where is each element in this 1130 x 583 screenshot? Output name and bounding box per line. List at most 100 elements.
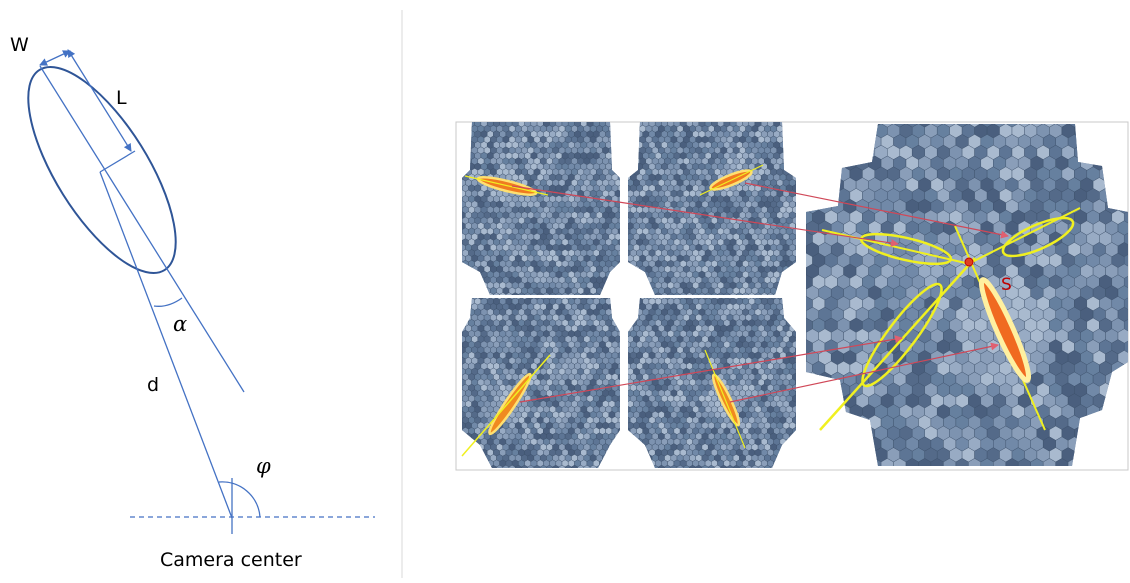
camera-pixel (727, 114, 733, 121)
camera-pixel (795, 378, 796, 387)
camera-pixel (509, 114, 515, 121)
shower-image-ellipse (27, 66, 177, 274)
shower-images-small (461, 164, 764, 457)
pixel-grid-bottom-right (628, 298, 796, 468)
camera-pixel (617, 340, 620, 349)
shower-axis-tl (464, 175, 549, 196)
camera-pixel (795, 189, 796, 198)
arrow-tl (511, 185, 899, 247)
camera-pixel (617, 184, 620, 193)
camera-pixel (617, 227, 620, 236)
camera-pixel (617, 351, 620, 360)
camera-pixel (795, 222, 796, 230)
camera-pixel (465, 114, 471, 121)
alpha-label: α (173, 312, 187, 336)
camera-pixel (617, 216, 620, 225)
length-label: L (116, 87, 127, 109)
camera-pixel (617, 416, 620, 425)
camera-pixel (795, 243, 796, 252)
projection-arrows (511, 182, 1009, 403)
camera-pixel (503, 114, 509, 121)
camera-pixel (546, 114, 552, 121)
camera-pixel (621, 114, 627, 121)
source-label: S (1001, 275, 1012, 295)
camera-pixel (665, 114, 671, 121)
camera-pixel (714, 114, 720, 121)
camera-pixel (777, 114, 783, 121)
camera-pixel (472, 114, 478, 121)
camera-pixel (696, 114, 702, 121)
camera-pixel (565, 114, 571, 121)
camera-pixel (627, 114, 633, 121)
camera-pixel (640, 114, 646, 121)
camera-pixel (553, 114, 559, 121)
camera-pixel (795, 211, 796, 220)
shower-axis-tr (699, 164, 764, 196)
shower-axis-bl (461, 354, 551, 457)
pixel-grid-top-right (621, 114, 796, 295)
camera-pixel (617, 373, 620, 381)
distance-line (99, 171, 233, 519)
camera-pixel (571, 114, 577, 121)
camera-pixel (795, 367, 796, 376)
phi-arc (218, 481, 261, 518)
camera-pixel (459, 114, 465, 121)
camera-pixel (540, 114, 546, 121)
camera-pixel (795, 200, 796, 209)
axis-3 (819, 257, 976, 431)
camera-pixel (617, 238, 620, 247)
camera-pixel (617, 205, 620, 214)
camera-pixel (596, 114, 602, 121)
camera-pixel (746, 114, 752, 121)
camera-pixel (671, 114, 677, 121)
camera-pixel (652, 114, 658, 121)
camera-pixel (490, 114, 496, 121)
camera-pixel (771, 114, 777, 121)
arrow-bl (519, 335, 903, 403)
camera-center-label: Camera center (160, 549, 302, 571)
camera-pixel (484, 114, 490, 121)
camera-pixel (795, 178, 796, 187)
camera-pixel (522, 114, 528, 121)
camera-pixel (621, 114, 627, 121)
camera-pixel (752, 114, 758, 121)
alpha-arc (153, 297, 183, 307)
camera-pixel (633, 114, 639, 121)
camera-pixel (702, 114, 708, 121)
camera-pixel (683, 114, 689, 121)
width-label: W (10, 34, 29, 56)
camera-pixel (617, 195, 620, 203)
shower-axis-br (704, 349, 746, 449)
camera-pixel (497, 114, 503, 121)
shower-image-combined-4 (978, 277, 1032, 383)
camera-pixel (617, 405, 620, 414)
camera-pixel (609, 114, 615, 121)
camera-bottom-right (628, 298, 796, 468)
camera-pixel (739, 114, 745, 121)
camera-pixel (453, 114, 459, 121)
width-arrow (39, 50, 71, 66)
axis-1 (821, 229, 971, 265)
camera-pixel (584, 114, 590, 121)
arrow-br (729, 342, 999, 403)
camera-pixel (478, 114, 484, 121)
camera-pixel (758, 114, 764, 121)
distance-label: d (147, 374, 159, 396)
camera-pixel (721, 114, 727, 121)
camera-pixel (578, 114, 584, 121)
camera-pixel (708, 114, 714, 121)
camera-pixel (789, 114, 795, 121)
camera-pixel (658, 114, 664, 121)
camera-pixel (528, 114, 534, 121)
camera-pixel (617, 249, 620, 257)
source-point (964, 257, 974, 267)
camera-pixel (795, 356, 796, 365)
camera-pixel (590, 114, 596, 121)
camera-top-right (621, 114, 796, 295)
camera-pixel (733, 114, 739, 121)
camera-pixel (690, 114, 696, 121)
camera-pixel (783, 114, 789, 121)
camera-pixel (617, 362, 620, 371)
camera-pixel (795, 421, 796, 430)
hillas-ellipse-2 (1001, 216, 1075, 258)
